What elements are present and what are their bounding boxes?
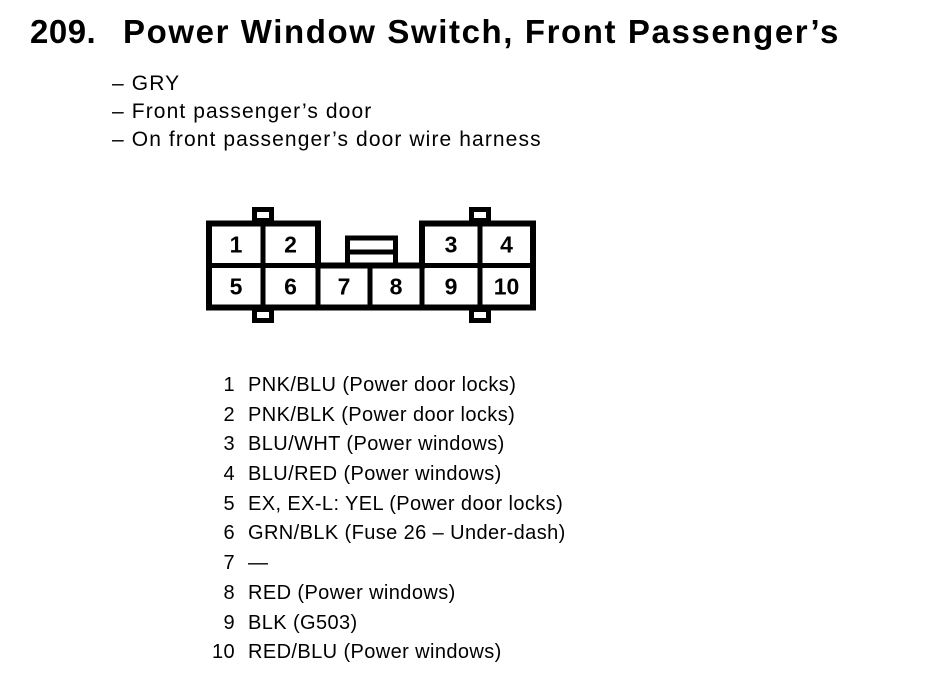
pin-row: 3 BLU/WHT (Power windows): [195, 430, 566, 460]
pin-description: PNK/BLK (Power door locks): [248, 403, 516, 426]
page-title: Power Window Switch, Front Passenger’s: [123, 13, 840, 50]
note-item: – On front passenger’s door wire harness: [112, 126, 542, 154]
pin-number: 5: [223, 492, 235, 515]
pin-description: GRN/BLK (Fuse 26 – Under-dash): [248, 522, 566, 545]
pin-number: 6: [223, 522, 235, 545]
cavity-label-2: 2: [284, 232, 297, 258]
figure-number: 209.: [30, 13, 97, 50]
connector-face-svg: 1 2 3 4 5 6 7 8 9 10: [206, 207, 536, 323]
pin-number: 7: [223, 552, 235, 575]
pin-description: RED (Power windows): [248, 581, 456, 604]
pin-description: —: [248, 552, 269, 575]
cavity-label-4: 4: [500, 232, 513, 258]
note-dash: –: [112, 100, 125, 123]
pin-description: BLU/WHT (Power windows): [248, 433, 505, 456]
connector-diagram: 1 2 3 4 5 6 7 8 9 10: [204, 204, 538, 326]
pin-row: 1 PNK/BLU (Power door locks): [195, 371, 566, 401]
connector-tab-top-left: [252, 207, 274, 223]
cavity-label-6: 6: [284, 274, 297, 300]
cavity-label-10: 10: [494, 274, 520, 300]
cavity-label-9: 9: [445, 274, 458, 300]
cavity-label-7: 7: [338, 274, 351, 300]
cavity-label-5: 5: [230, 274, 243, 300]
pin-description: BLK (G503): [248, 611, 358, 634]
pin-row: 9 BLK (G503): [195, 609, 566, 639]
pin-row: 7 —: [195, 549, 566, 579]
pin-number: 8: [223, 581, 235, 604]
pin-row: 5 EX, EX-L: YEL (Power door locks): [195, 490, 566, 520]
pin-row: 2 PNK/BLK (Power door locks): [195, 401, 566, 431]
pin-row: 6 GRN/BLK (Fuse 26 – Under-dash): [195, 519, 566, 549]
cavity-label-3: 3: [445, 232, 458, 258]
pin-description: PNK/BLU (Power door locks): [248, 374, 517, 396]
connector-tab-bottom-right: [469, 307, 491, 323]
note-dash: –: [112, 72, 125, 95]
cavity-label-8: 8: [390, 274, 403, 300]
note-text-color: GRY: [131, 72, 181, 95]
pin-description: RED/BLU (Power windows): [248, 641, 502, 664]
note-text-harness: On front passenger’s door wire harness: [131, 128, 542, 151]
connector-tab-top-right: [469, 207, 491, 223]
pin-number: 2: [223, 403, 235, 426]
note-dash: –: [112, 128, 125, 151]
connector-tab-bottom-left: [252, 307, 274, 323]
pin-number: 10: [211, 641, 235, 664]
pin-description: EX, EX-L: YEL (Power door locks): [248, 492, 564, 515]
pin-row: 10 RED/BLU (Power windows): [195, 638, 566, 668]
pin-description: BLU/RED (Power windows): [248, 463, 502, 486]
note-text-location: Front passenger’s door: [131, 100, 373, 123]
pin-table: 1 PNK/BLU (Power door locks) 2 PNK/BLK (…: [195, 371, 566, 668]
figure-header: 209. Power Window Switch, Front Passenge…: [30, 13, 840, 51]
pin-row: 8 RED (Power windows): [195, 579, 566, 609]
pin-number: 4: [223, 463, 235, 486]
connector-outline: [206, 220, 536, 311]
pin-row: 4 BLU/RED (Power windows): [195, 460, 566, 490]
connector-notes: – GRY – Front passenger’s door – On fron…: [112, 70, 542, 154]
cavity-label-1: 1: [230, 232, 243, 258]
pin-number: 3: [223, 433, 235, 456]
note-item: – GRY: [112, 70, 542, 98]
note-item: – Front passenger’s door: [112, 98, 542, 126]
pin-number: 1: [223, 374, 235, 396]
pin-number: 9: [223, 611, 235, 634]
